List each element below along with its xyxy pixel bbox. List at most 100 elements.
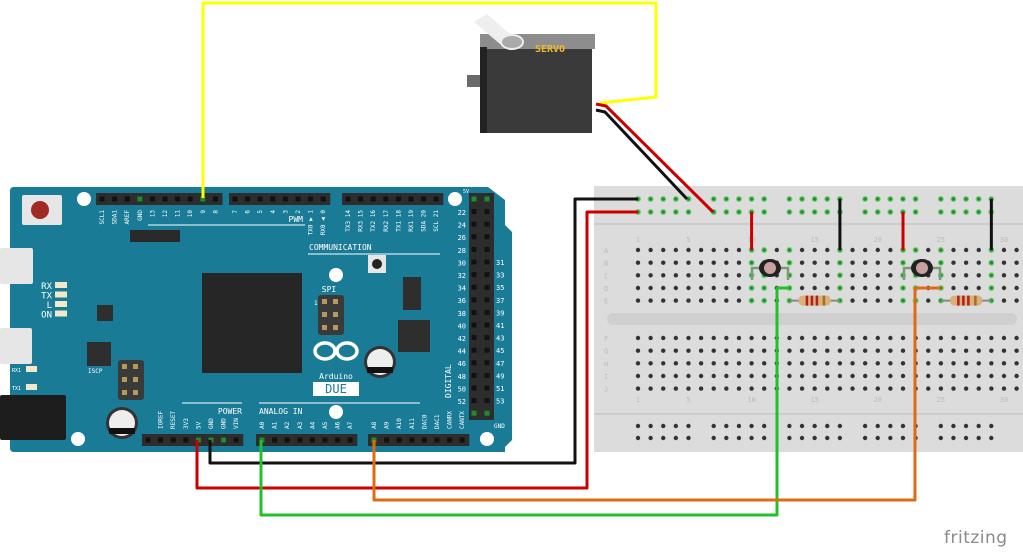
breadboard-hole [1001, 335, 1007, 341]
digital-pin-label: 49 [496, 372, 504, 380]
breadboard-hole [837, 373, 843, 379]
digital-pin [484, 209, 490, 215]
digital-pin [471, 297, 477, 303]
breadboard-hole-connected [762, 197, 766, 201]
breadboard-hole-connected [913, 197, 918, 201]
ground-wire [208, 197, 638, 465]
digital-pin-label: 51 [496, 385, 504, 393]
breadboard-hole [686, 386, 691, 391]
row-label-J: J [604, 386, 608, 394]
digital-pin [484, 410, 490, 416]
breadboard-hole [711, 386, 716, 391]
icsp-header [118, 360, 144, 400]
pin-label: 2 [295, 210, 302, 214]
pin-label: 7 [232, 210, 239, 214]
mounting-hole [77, 192, 91, 206]
breadboard-hole [799, 435, 805, 441]
breadboard-hole [661, 361, 666, 366]
reset-button-cap [31, 201, 49, 219]
breadboard-hole [762, 335, 767, 341]
breadboard-hole [787, 423, 792, 429]
pin-label: 4 [270, 210, 277, 214]
breadboard-hole-connected [901, 197, 905, 201]
breadboard-hole [711, 335, 716, 341]
spi-pin [322, 325, 327, 330]
breadboard-hole [635, 247, 641, 253]
breadboard-hole [875, 335, 880, 341]
breadboard-hole [736, 373, 742, 379]
breadboard-hole [711, 260, 716, 265]
breadboard-hole [1014, 348, 1019, 353]
breadboard-hole [661, 435, 666, 441]
breadboard-hole-connected [939, 248, 943, 252]
header-analog-pin [335, 437, 341, 443]
resistor-band [957, 295, 960, 306]
breadboard-hole [862, 348, 868, 353]
header-digital-top-3-pin [421, 196, 427, 202]
power-jack [0, 395, 66, 440]
breadboard-hole [661, 273, 666, 278]
row-label-F: F [604, 335, 608, 343]
breadboard-hole [888, 285, 893, 291]
digital-pin [484, 347, 490, 353]
breadboard-hole [736, 386, 742, 391]
pin-label: IOREF [158, 411, 165, 429]
breadboard-hole-connected [800, 197, 804, 201]
pin-label: 5V [195, 421, 202, 429]
breadboard-hole [762, 373, 767, 379]
breadboard-hole [648, 285, 653, 291]
breadboard-hole [862, 285, 868, 291]
header-digital-top-2-pin [282, 196, 288, 202]
led-label-l: L [47, 301, 52, 311]
column-number: 10 [747, 396, 755, 404]
breadboard-hole-connected [901, 260, 905, 265]
pin-label: A3 [297, 421, 304, 429]
5v-label: 5V [463, 189, 469, 195]
header-power-pin [145, 437, 151, 443]
breadboard-hole [989, 386, 994, 391]
breadboard-hole [837, 386, 843, 391]
header-digital-top-3-pin [395, 196, 401, 202]
breadboard-hole [673, 260, 679, 265]
breadboard-hole [951, 285, 956, 291]
header-digital-top-1-pin [149, 196, 155, 202]
header-analog-pin [347, 437, 353, 443]
breadboard-hole [900, 435, 906, 441]
breadboard-hole [661, 260, 666, 265]
breadboard-hole [673, 373, 679, 379]
arduino-logo-left [313, 341, 337, 361]
breadboard-hole [724, 247, 729, 253]
breadboard-hole-connected [787, 260, 792, 265]
digital-pin-label: 34 [458, 285, 466, 293]
digital-pin [471, 196, 477, 202]
breadboard-hole [736, 435, 742, 441]
pin-label-GND: GND [137, 210, 144, 221]
breadboard-hole [926, 373, 931, 379]
led-label-tx: TX [41, 292, 52, 302]
header-digital-top-2-pin [245, 196, 251, 202]
digital-pin [484, 322, 490, 328]
pin-label: 5 [257, 210, 264, 214]
digital-pin [471, 272, 477, 278]
digital-pin-label: 45 [496, 347, 504, 355]
breadboard-hole-connected [787, 210, 792, 214]
mounting-hole [71, 432, 85, 446]
jtag-header [130, 230, 180, 242]
breadboard-hole [812, 361, 817, 366]
breadboard-hole [812, 386, 817, 391]
led-label-on: ON [41, 311, 52, 321]
breadboard-hole-connected [800, 210, 804, 214]
breadboard-hole [976, 273, 981, 278]
breadboard-hole [799, 335, 805, 341]
breadboard-hole [825, 361, 830, 366]
arduino-brand-text: Arduino [319, 372, 353, 381]
digital-pin [484, 196, 490, 202]
digital-pin [471, 259, 477, 265]
header-digital-top-1-pin [175, 196, 181, 202]
header-digital-top-3-pin [408, 196, 414, 202]
header-digital-top-3-pin [433, 196, 439, 202]
resistor [950, 295, 983, 306]
breadboard-hole [1001, 273, 1007, 278]
digital-pin [471, 372, 477, 378]
led [26, 366, 37, 372]
